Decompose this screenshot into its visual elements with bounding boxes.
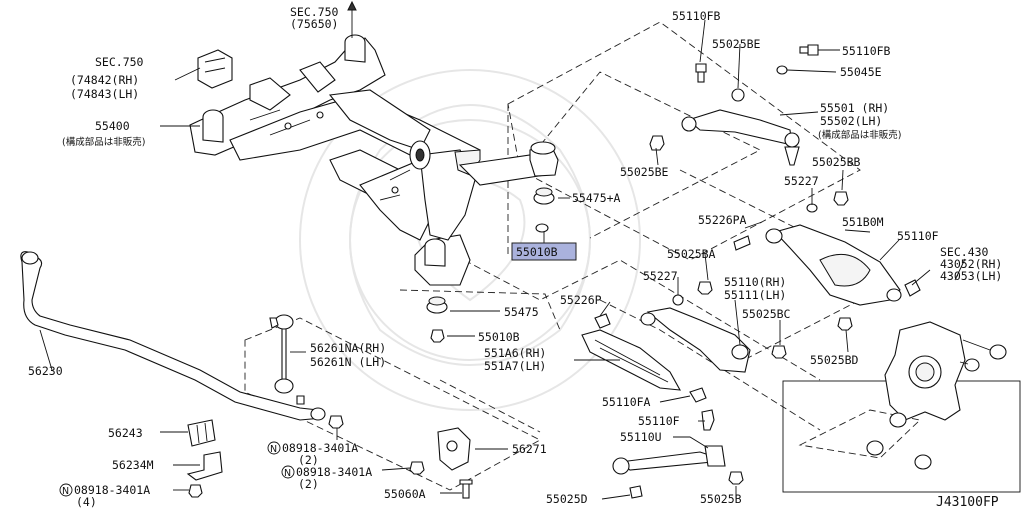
label-56261n[interactable]: 56261N (LH): [310, 355, 386, 369]
label-55110fa[interactable]: 55110FA: [602, 395, 651, 409]
upper-fasteners: [649, 44, 819, 151]
label-55110f-a[interactable]: 55110F: [897, 229, 939, 243]
label-08918-c-qty: (4): [76, 495, 97, 509]
rear-knuckle: [866, 321, 1007, 470]
label-55475a[interactable]: 55475+A: [572, 191, 621, 205]
label-55025d[interactable]: 55025D: [546, 492, 588, 506]
n-circle-icon: [267, 441, 281, 455]
n-circle-icon: [59, 483, 73, 497]
label-08918-c[interactable]: 08918-3401A: [74, 483, 150, 497]
label-55227-b[interactable]: 55227: [643, 269, 678, 283]
label-55025ba[interactable]: 55025BA: [667, 247, 716, 261]
n-circle-icon: [281, 465, 295, 479]
label-08918-a-qty: (2): [298, 453, 319, 467]
label-55226pa[interactable]: 55226PA: [698, 213, 747, 227]
label-55025bc[interactable]: 55025BC: [742, 307, 791, 321]
label-55502-note: (構成部品は非販売): [818, 129, 901, 141]
label-55110f-b[interactable]: 55110F: [638, 414, 680, 428]
label-55025be-a[interactable]: 55025BE: [712, 37, 761, 51]
label-55502[interactable]: 55502(LH): [820, 114, 882, 128]
label-551a6[interactable]: 551A6(RH): [484, 346, 546, 360]
label-55025b[interactable]: 55025B: [700, 492, 742, 506]
body-mount-bracket: [197, 49, 233, 89]
label-55110fb-b[interactable]: 55110FB: [842, 44, 891, 58]
stabilizer-bracket: [409, 427, 473, 499]
label-55110-rh[interactable]: 55110(RH): [724, 275, 786, 289]
highlight-55010b: [511, 242, 577, 261]
label-56230[interactable]: 56230: [28, 364, 63, 378]
label-551a7[interactable]: 551A7(LH): [484, 359, 546, 373]
stabilizer-bar: [20, 251, 326, 421]
label-sec750-top-sub: (75650): [290, 17, 338, 31]
label-sec750-top[interactable]: SEC.750: [290, 5, 339, 19]
arm-bracket: [581, 329, 707, 403]
part-labels: SEC.750 (75650) SEC.750 (74842(RH) (7484…: [28, 5, 1002, 510]
label-55400[interactable]: 55400: [95, 119, 130, 133]
label-55025bd[interactable]: 55025BD: [810, 353, 859, 367]
label-sec430[interactable]: SEC.430: [940, 245, 989, 259]
label-55400-note: (構成部品は非販売): [62, 136, 145, 148]
label-43053-lh: 43053(LH): [940, 269, 1002, 283]
label-551b0m[interactable]: 551B0M: [842, 215, 884, 229]
n-mark-c: N: [62, 486, 69, 497]
n-mark-a: N: [270, 444, 277, 455]
label-sec750-left[interactable]: SEC.750: [95, 55, 144, 69]
label-55111-lh[interactable]: 55111(LH): [724, 288, 786, 302]
n-mark-b: N: [284, 468, 291, 479]
label-55010b-highlighted[interactable]: 55010B: [516, 245, 558, 259]
label-55501[interactable]: 55501 (RH): [820, 101, 889, 115]
label-55475[interactable]: 55475: [504, 305, 539, 319]
label-55110fb-a[interactable]: 55110FB: [672, 9, 721, 23]
lateral-link: [612, 409, 744, 499]
label-56243[interactable]: 56243: [108, 426, 143, 440]
label-74842-rh: (74842(RH): [70, 73, 139, 87]
label-55025bb[interactable]: 55025BB: [812, 155, 861, 169]
upper-link-arm: [681, 88, 800, 166]
label-55110u[interactable]: 55110U: [620, 430, 662, 444]
leader-lines: [39, 0, 966, 500]
label-55025be-b[interactable]: 55025BE: [620, 165, 669, 179]
label-74843-lh: (74843(LH): [70, 87, 139, 101]
label-08918-b-qty: (2): [298, 477, 319, 491]
label-56261na[interactable]: 56261NA(RH): [310, 341, 386, 355]
label-55226p[interactable]: 55226P: [560, 293, 602, 307]
label-43052-rh: 43052(RH): [940, 257, 1002, 271]
label-56271[interactable]: 56271: [512, 442, 547, 456]
rear-subframe: [189, 34, 546, 286]
lower-control-arm: [733, 191, 921, 331]
label-55227-a[interactable]: 55227: [784, 174, 819, 188]
toe-link: [594, 281, 787, 373]
label-55010b[interactable]: 55010B: [478, 330, 520, 344]
label-55060a[interactable]: 55060A: [384, 487, 426, 501]
label-08918-a[interactable]: 08918-3401A: [282, 441, 358, 455]
stabilizer-bushing-clamp: [186, 419, 223, 498]
label-08918-b[interactable]: 08918-3401A: [296, 465, 372, 479]
label-55045e[interactable]: 55045E: [840, 65, 882, 79]
diagram-code: J43100FP: [936, 495, 999, 510]
stabilizer-link: [269, 314, 344, 429]
bushing-assemblies: [426, 141, 559, 343]
label-56234m[interactable]: 56234M: [112, 458, 154, 472]
